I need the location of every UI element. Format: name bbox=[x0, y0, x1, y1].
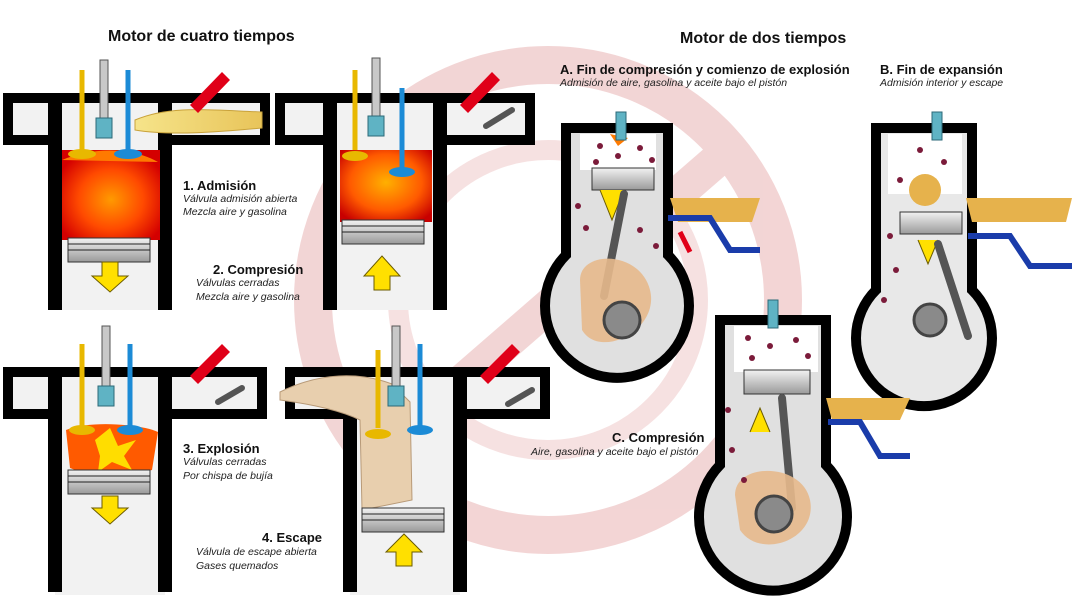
step-desc: Admisión interior y escape bbox=[880, 77, 1004, 89]
two-stroke-title: Motor de dos tiempos bbox=[680, 30, 847, 47]
arrow-up-icon bbox=[362, 255, 402, 291]
step-desc: Por chispa de bujía bbox=[183, 470, 273, 482]
step-desc: Mezcla aire y gasolina bbox=[183, 206, 287, 218]
injector-icon bbox=[190, 72, 230, 113]
two-stroke-engine-c bbox=[694, 299, 910, 596]
two-stroke-engine-b bbox=[851, 111, 1072, 412]
four-stroke-cylinder-compression bbox=[275, 57, 535, 310]
four-stroke-cylinder-intake bbox=[3, 59, 270, 310]
step-desc: Válvulas cerradas bbox=[196, 277, 280, 289]
fuel-particles bbox=[575, 143, 947, 483]
four-stroke-title: Motor de cuatro tiempos bbox=[108, 28, 295, 45]
step-desc: Gases quemados bbox=[196, 560, 279, 572]
step-label: C. Compresión bbox=[612, 430, 705, 445]
piston-icon bbox=[67, 237, 151, 263]
step-label: 2. Compresión bbox=[213, 262, 304, 277]
step-desc: Válvula admisión abierta bbox=[183, 193, 298, 205]
step-desc: Admisión de aire, gasolina y aceite bajo… bbox=[560, 77, 788, 89]
intake-valve-icon bbox=[68, 70, 96, 159]
step-label: 3. Explosión bbox=[183, 441, 260, 456]
step-desc: Aire, gasolina y aceite bajo el pistón bbox=[531, 446, 699, 458]
step-label: 1. Admisión bbox=[183, 178, 257, 193]
step-label: 4. Escape bbox=[262, 530, 322, 545]
spark-plug-icon bbox=[95, 59, 113, 139]
four-stroke-cylinder-exhaust bbox=[279, 325, 550, 595]
step-label: B. Fin de expansión bbox=[880, 62, 1003, 77]
step-desc: Válvula de escape abierta bbox=[196, 546, 317, 558]
exhaust-valve-icon bbox=[114, 70, 142, 159]
arrow-down-icon bbox=[90, 261, 130, 293]
two-stroke-engine-a bbox=[540, 111, 760, 383]
step-label: A. Fin de compresión y comienzo de explo… bbox=[560, 62, 850, 77]
four-stroke-cylinder-explosion bbox=[3, 325, 267, 595]
step-desc: Válvulas cerradas bbox=[183, 456, 267, 468]
step-desc: Mezcla aire y gasolina bbox=[196, 291, 300, 303]
